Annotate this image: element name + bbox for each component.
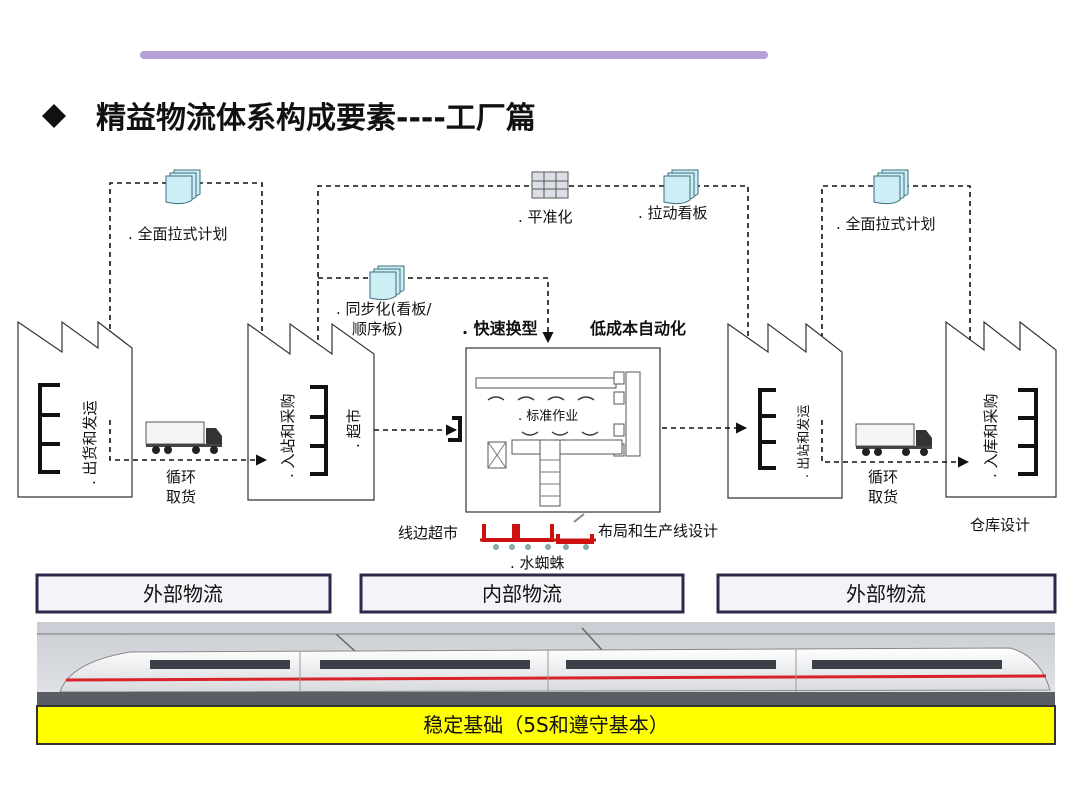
building-label-customer: . 入库和采购: [982, 393, 1000, 478]
building-label-supplier: . 出货和发运: [81, 400, 99, 485]
label-quick-change: . 快速换型: [462, 319, 538, 338]
heijunka-box-icon: [531, 171, 569, 199]
page-title: 精益物流体系构成要素----工厂篇: [96, 101, 536, 136]
document-icon: [663, 169, 699, 205]
factory-floor-layout: . 标准作业: [448, 347, 661, 513]
label-milk-run-right-1: 循环: [868, 468, 898, 486]
foundation-bar: 稳定基础（5S和遵守基本）: [36, 705, 1056, 745]
label-water-spider: . 水蜘蛛: [510, 554, 565, 572]
building-supplier: . 出货和发运: [17, 320, 133, 498]
building-label-receiving: . 入站和采购: [279, 393, 297, 478]
milk-run-flow-left: [109, 420, 268, 466]
label-full-pull-right: . 全面拉式计划: [836, 215, 936, 233]
truck-icon: [145, 421, 222, 454]
document-icon: [165, 169, 201, 205]
svg-text:内部物流: 内部物流: [482, 582, 562, 606]
truck-icon: [855, 423, 932, 456]
label-low-cost-auto: 低成本自动化: [589, 319, 686, 338]
label-std-work: . 标准作业: [518, 409, 578, 424]
label-milk-run-2: 取货: [166, 488, 196, 506]
label-leveling: . 平准化: [518, 208, 573, 226]
building-customer: . 入库和采购: [945, 320, 1057, 498]
milk-run-flow-right: [821, 420, 970, 468]
label-sync-line2: 顺序板): [352, 320, 403, 338]
document-icon: [369, 265, 405, 301]
label-milk-run-1: 循环: [166, 468, 196, 486]
document-icon: [873, 169, 909, 205]
building-label-supermarket: . 超市: [345, 408, 363, 448]
label-milk-run-right-2: 取货: [868, 488, 898, 506]
building-shipping: . 出站和发运: [727, 322, 843, 499]
band-external-left: 外部物流: [35, 573, 332, 614]
train-image: [37, 622, 1055, 706]
building-receiving: . 入站和采购 . 超市: [247, 322, 375, 501]
title-accent-bar: [140, 51, 768, 59]
building-label-shipping: . 出站和发运: [796, 405, 812, 478]
svg-text:外部物流: 外部物流: [143, 582, 223, 606]
water-spider-cart-icon: [480, 513, 596, 550]
band-internal: 内部物流: [359, 573, 685, 614]
label-layout-design: 布局和生产线设计: [598, 522, 718, 540]
label-line-supermarket: 线边超市: [398, 524, 458, 542]
svg-text:外部物流: 外部物流: [846, 582, 926, 606]
pull-flow-left: [109, 182, 268, 383]
diamond-bullet-icon: [42, 104, 66, 128]
label-pull-kanban: . 拉动看板: [638, 204, 708, 222]
band-external-right: 外部物流: [716, 573, 1057, 614]
foundation-label: 稳定基础（5S和遵守基本）: [423, 713, 668, 737]
label-warehouse-design: 仓库设计: [970, 516, 1030, 534]
label-sync-line1: . 同步化(看板/: [336, 300, 432, 318]
label-full-pull-left: . 全面拉式计划: [128, 225, 228, 243]
